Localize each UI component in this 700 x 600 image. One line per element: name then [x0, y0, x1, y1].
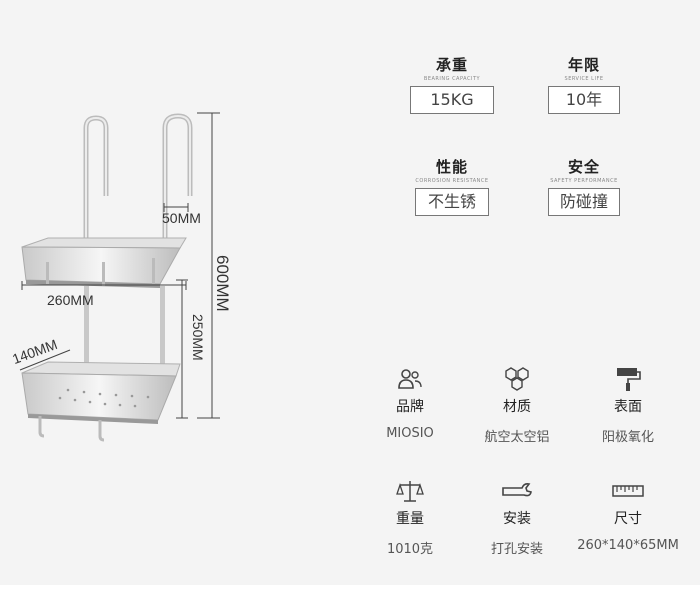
feature-surface: 表面 阳极氧化 [568, 366, 688, 445]
paint-roller-icon [568, 366, 688, 392]
feature-value: 打孔安装 [490, 542, 543, 557]
feature-weight: 重量 1010克 [350, 478, 470, 557]
feature-size: 尺寸 260*140*65MM [568, 478, 688, 553]
feature-value: 260*140*65MM [577, 538, 679, 553]
spec-subtitle: SAFETY PERFORMANCE [550, 178, 618, 184]
spec-subtitle: BEARING CAPACITY [423, 76, 481, 82]
spec-title: 承重 [435, 56, 468, 74]
feature-brand: 品牌 MIOSIO [350, 366, 470, 441]
feature-material: 材质 航空太空铝 [457, 366, 577, 445]
shelf-rack-illustration [19, 112, 220, 442]
feature-label: 安装 [503, 511, 531, 527]
spec-bearing-capacity: 承重 BEARING CAPACITY 15KG [392, 54, 512, 114]
spec-subtitle: SERVICE LIFE [564, 76, 604, 82]
spec-title: 性能 [435, 158, 468, 176]
bottom-strip [0, 585, 700, 600]
wrench-icon [457, 478, 577, 504]
total-height-label: 600MM [213, 255, 232, 312]
spec-safety-performance: 安全 SAFETY PERFORMANCE 防碰撞 [524, 156, 644, 216]
spec-corrosion-resistance: 性能 CORROSION RESISTANCE 不生锈 [392, 156, 512, 216]
feature-value: 阳极氧化 [601, 430, 654, 445]
spec-title: 年限 [567, 56, 600, 74]
feature-value: 航空太空铝 [484, 430, 550, 445]
spec-value: 防碰撞 [548, 188, 620, 216]
spec-subtitle: CORROSION RESISTANCE [415, 178, 489, 184]
feature-installation: 安装 打孔安装 [457, 478, 577, 557]
feature-label: 尺寸 [614, 511, 642, 527]
feature-label: 重量 [396, 511, 424, 527]
spec-value: 10年 [548, 86, 620, 114]
spec-title: 安全 [567, 158, 600, 176]
spec-service-life: 年限 SERVICE LIFE 10年 [524, 54, 644, 114]
feature-value: MIOSIO [386, 426, 434, 441]
people-icon [350, 366, 470, 392]
feature-label: 表面 [614, 399, 642, 415]
spec-value: 15KG [410, 86, 494, 114]
shelf-gap-label: 250MM [190, 314, 206, 361]
hook-gap-label: 50MM [162, 210, 201, 226]
feature-label: 品牌 [396, 399, 424, 415]
hexagon-material-icon [457, 366, 577, 392]
ruler-icon [568, 478, 688, 504]
spec-value: 不生锈 [415, 188, 489, 216]
width-label: 260MM [47, 292, 94, 308]
scale-icon [350, 478, 470, 504]
feature-label: 材质 [503, 399, 531, 415]
feature-value: 1010克 [386, 542, 434, 557]
